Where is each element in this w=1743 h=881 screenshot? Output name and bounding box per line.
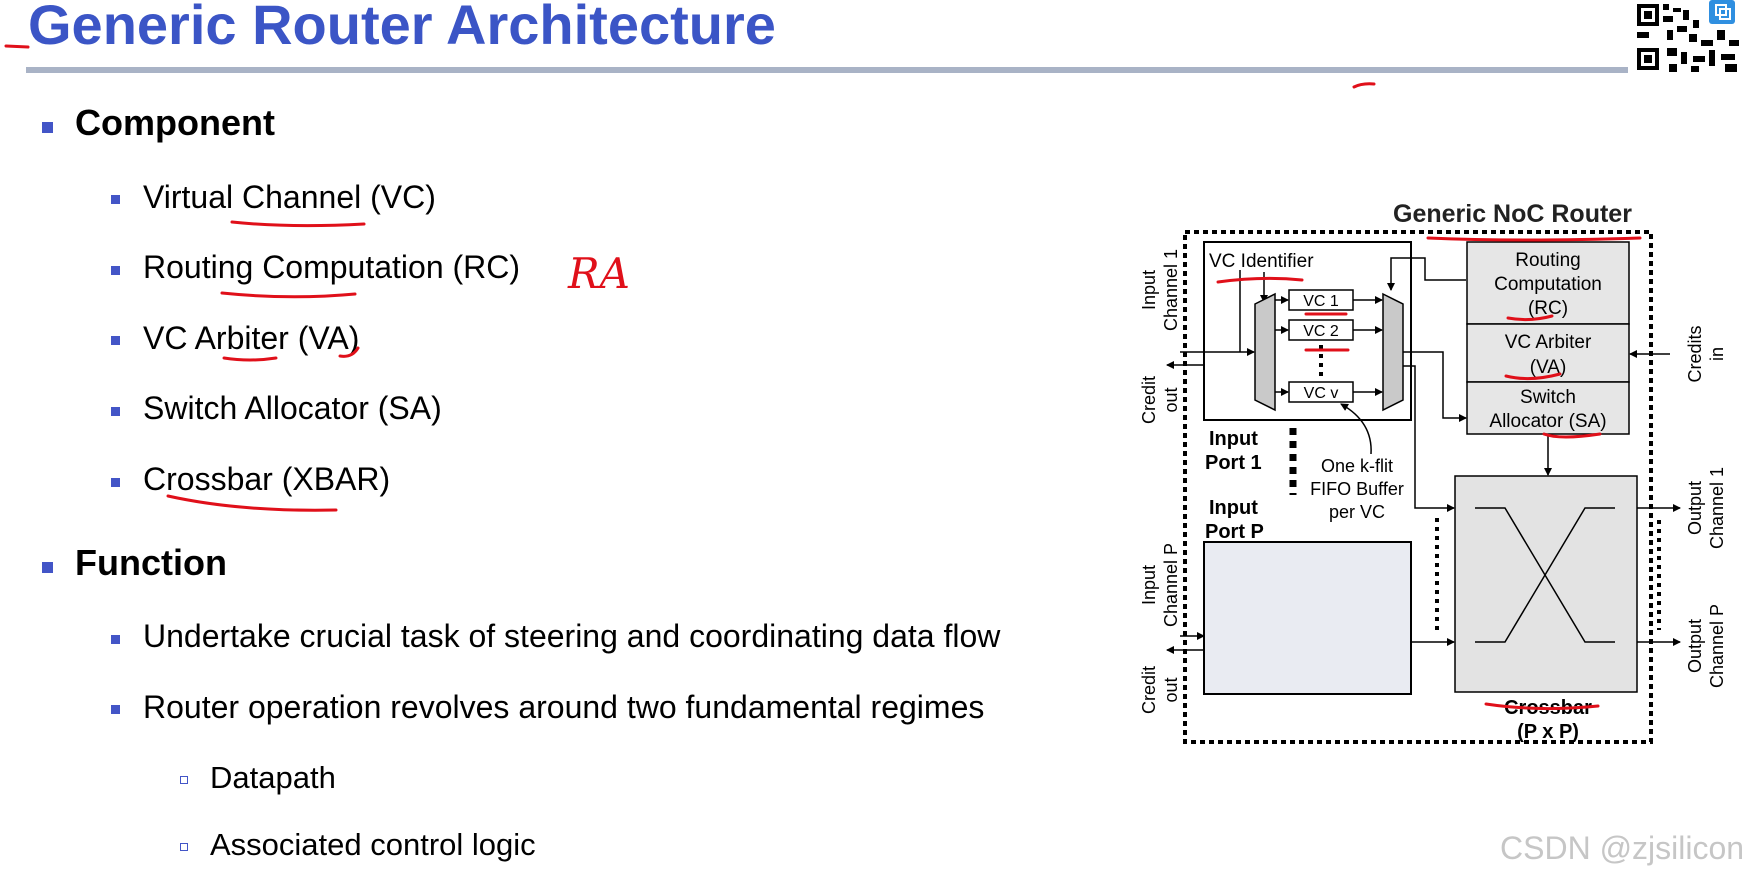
crossbar-label: Crossbar(P x P) <box>1504 697 1592 743</box>
bullet-marker <box>111 336 120 345</box>
list-item: VC Arbiter (VA) <box>143 320 360 356</box>
sub-bullet-marker <box>180 776 188 784</box>
qr-code-icon <box>1633 0 1743 76</box>
vc-arbiter-box <box>1466 323 1630 383</box>
mux-shape <box>1382 292 1404 412</box>
routing-computation-box <box>1466 241 1630 325</box>
slide-title: Generic Router Architecture <box>28 0 776 56</box>
handwritten-note: RA <box>567 249 630 298</box>
sub-list-item: Datapath <box>210 760 336 795</box>
bullet-marker <box>111 635 120 644</box>
bullet-marker <box>42 562 53 573</box>
input-port-p-box <box>1203 541 1412 695</box>
diagram-title: Generic NoC Router <box>1393 200 1632 228</box>
input-port-1-box <box>1203 241 1412 421</box>
router-diagram: Generic NoC Router VC Identifier VC 1 VC… <box>1139 200 1727 744</box>
bullet-marker <box>111 407 120 416</box>
vc-label: VC v <box>1304 385 1339 402</box>
vc-identifier-label: VC Identifier <box>1209 251 1314 272</box>
bullet-marker <box>111 266 120 275</box>
bullet-marker <box>111 195 120 204</box>
crossbar-x-line <box>1475 507 1615 643</box>
section-heading-function: Function <box>75 542 227 583</box>
sub-list-item: Associated control logic <box>210 827 536 862</box>
bullet-marker <box>111 478 120 487</box>
bullet-marker <box>111 705 120 714</box>
vc-label: VC 1 <box>1303 293 1339 310</box>
bullet-marker <box>42 122 53 133</box>
sub-bullet-marker <box>180 843 188 851</box>
title-divider <box>26 67 1628 73</box>
vc-label: VC 2 <box>1303 323 1339 340</box>
section-heading-component: Component <box>75 102 275 143</box>
list-item: Router operation revolves around two fun… <box>143 689 985 725</box>
list-item: Virtual Channel (VC) <box>143 179 436 215</box>
router-boundary <box>1183 230 1653 744</box>
list-item: Routing Computation (RC) <box>143 249 521 285</box>
watermark: CSDN @zjsilicon <box>1500 830 1743 866</box>
list-item: Crossbar (XBAR) <box>143 461 391 497</box>
list-item: Switch Allocator (SA) <box>143 390 442 426</box>
list-item: Undertake crucial task of steering and c… <box>143 618 1001 654</box>
crossbar-box <box>1454 475 1638 693</box>
demux-shape <box>1254 292 1276 412</box>
